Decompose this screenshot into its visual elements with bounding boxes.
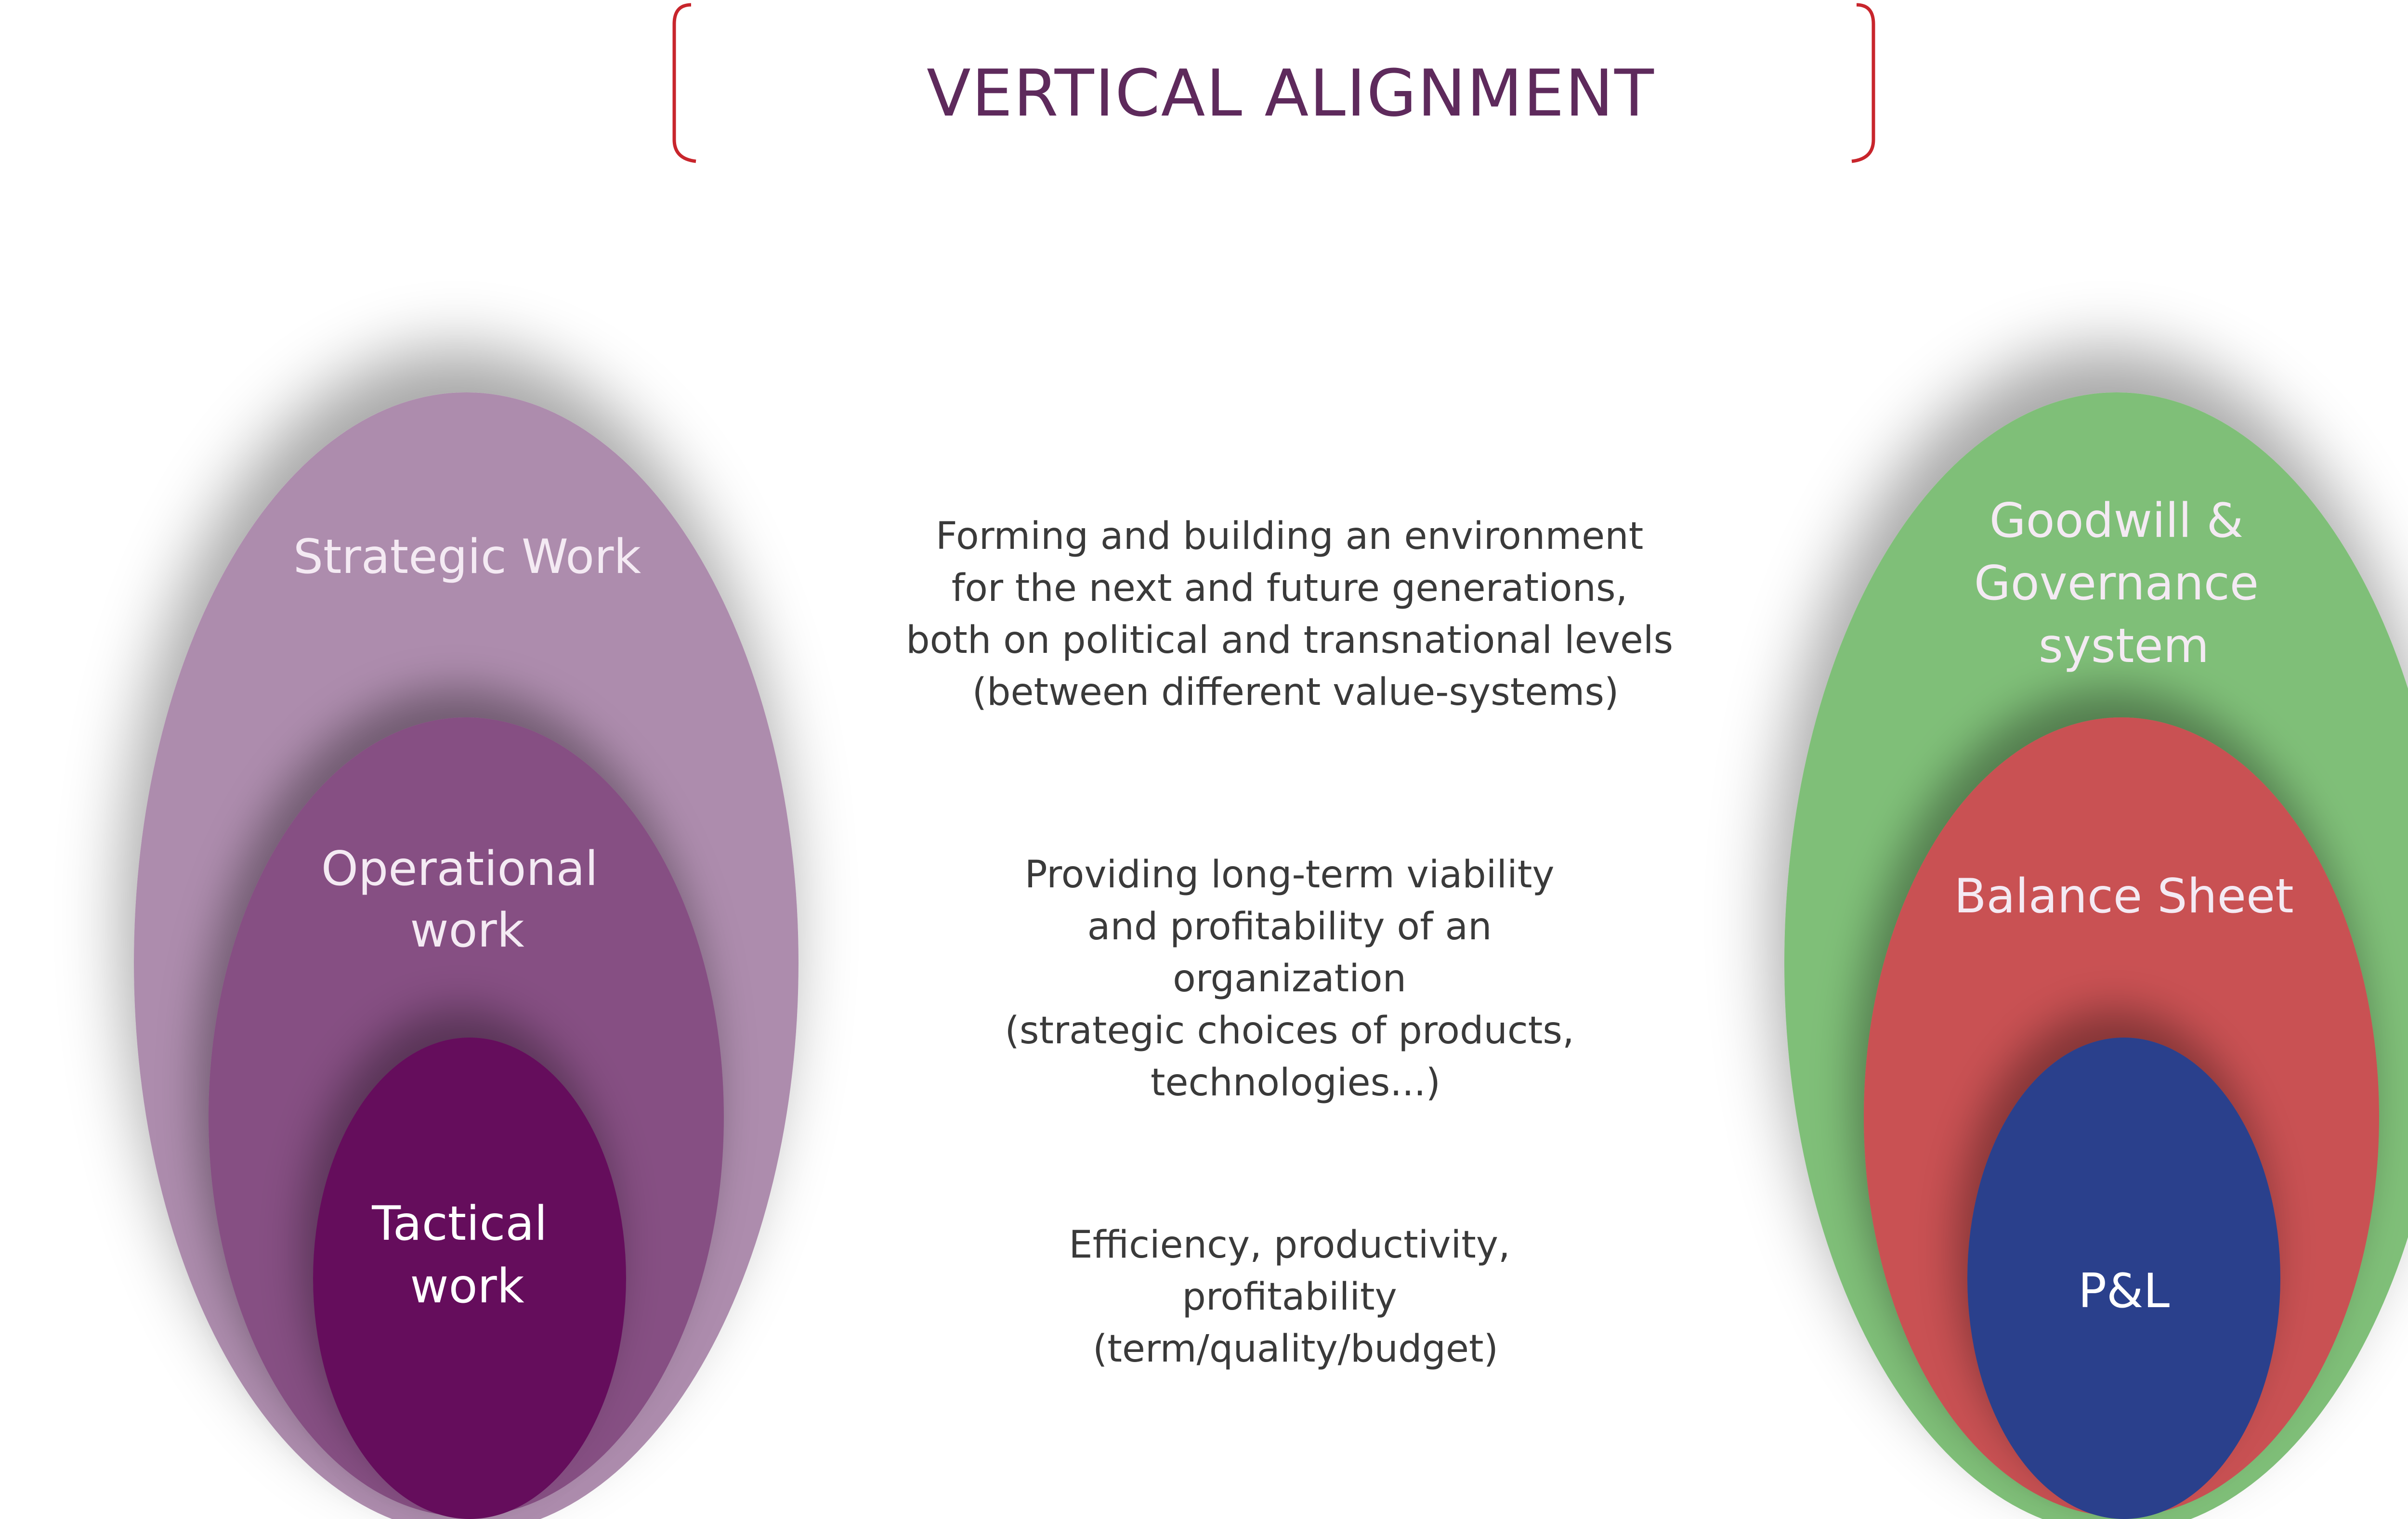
left-oval-group: Strategic Work Operational work Tactical… <box>134 392 798 1519</box>
title-bracket-right <box>1851 3 1875 163</box>
tactical-work-label: Tactical work <box>371 1196 563 1314</box>
pnl-oval <box>1967 1038 2280 1519</box>
title-bracket-left <box>672 3 696 163</box>
description-operational: Providing long-term viability and profit… <box>1005 853 1586 1104</box>
operational-work-label: Operational work <box>321 842 613 958</box>
diagram-title: VERTICAL ALIGNMENT <box>927 56 1655 131</box>
right-oval-group: Goodwill & Governance system Balance She… <box>1784 392 2408 1519</box>
tactical-work-oval <box>313 1038 626 1519</box>
balance-sheet-label: Balance Sheet <box>1954 869 2293 924</box>
description-strategic: Forming and building an environment for … <box>906 515 1685 714</box>
strategic-work-label: Strategic Work <box>293 530 641 584</box>
pnl-label: P&L <box>2078 1264 2170 1319</box>
goodwill-governance-label: Goodwill & Governance system <box>1974 493 2274 674</box>
description-tactical: Efficiency, productivity, profitability … <box>1069 1223 1522 1371</box>
